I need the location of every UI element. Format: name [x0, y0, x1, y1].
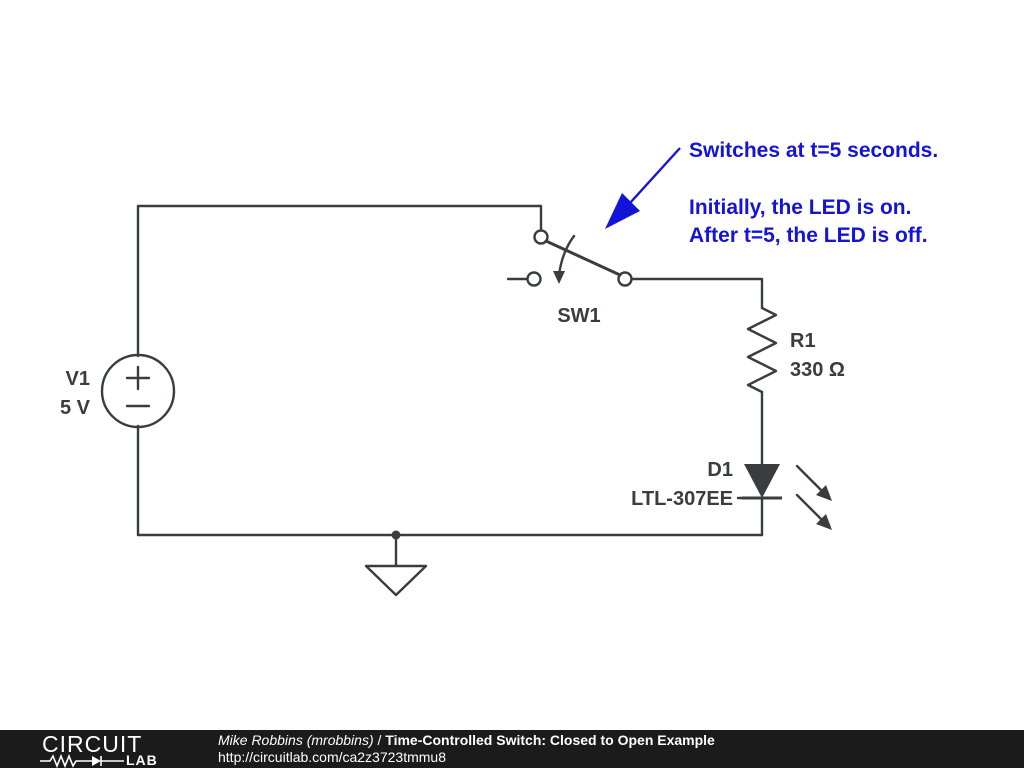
light-emission-arrow-1: [795, 464, 825, 494]
footer-credit-line: Mike Robbins (mrobbins) / Time-Controlle…: [218, 732, 715, 749]
led-triangle: [744, 464, 780, 498]
logo-text-bottom: LAB: [126, 752, 158, 768]
switch-common-terminal: [533, 229, 549, 245]
resistor-r1: [746, 306, 778, 394]
schematic-title: Time-Controlled Switch: Closed to Open E…: [385, 732, 715, 748]
switch-blade: [544, 239, 622, 277]
logo-text-top: CIRCUIT: [42, 731, 143, 757]
light-emission-arrowhead-2: [816, 514, 832, 530]
switch-sw1: [526, 229, 633, 287]
ground-triangle: [364, 564, 428, 597]
led-part-label: LTL-307EE: [631, 488, 733, 510]
source-value-label: 5 V: [60, 397, 91, 419]
annotation-line-2: Initially, the LED is on.: [689, 196, 911, 219]
resistor-name-label: R1: [790, 330, 816, 352]
light-emission-arrow-2: [795, 493, 825, 523]
switch-action-arc: [557, 234, 576, 277]
schematic-url-link[interactable]: http://circuitlab.com/ca2z3723tmmu8: [218, 749, 446, 765]
annotation-arrow-shaft: [629, 147, 681, 204]
wire-top-left: [136, 204, 543, 358]
ground-symbol: [364, 530, 428, 597]
wire-switch-to-resistor: [629, 277, 764, 310]
annotation-arrow: [605, 147, 681, 229]
circuitlab-logo[interactable]: CIRCUIT LAB: [40, 731, 180, 768]
circuit-schematic: V1 5 V SW1 R1 330 Ω D1 LTL-307EE Switche…: [60, 139, 938, 597]
footer-bar: CIRCUIT LAB Mike Robbins (mrobbins) / Ti…: [0, 730, 1024, 768]
annotation-line-1: Switches at t=5 seconds.: [689, 139, 938, 162]
author-link[interactable]: Mike Robbins (mrobbins): [218, 732, 374, 748]
source-circle: [100, 353, 176, 429]
switch-name-label: SW1: [557, 305, 600, 327]
annotation-arrowhead: [605, 193, 640, 229]
annotation-line-3: After t=5, the LED is off.: [689, 224, 928, 247]
logo-circuit-symbol-icon: [40, 754, 124, 768]
voltage-source-v1: [100, 353, 176, 429]
source-name-label: V1: [66, 368, 90, 390]
switch-closed-terminal: [617, 271, 633, 287]
light-emission-arrowhead-1: [816, 485, 832, 501]
switch-action-arrowhead: [553, 271, 565, 284]
led-name-label: D1: [707, 459, 733, 481]
footer-separator: /: [373, 732, 386, 748]
resistor-value-label: 330 Ω: [790, 359, 845, 381]
switch-open-terminal: [526, 271, 542, 287]
led-d1: [742, 464, 832, 530]
wires: [136, 204, 764, 537]
